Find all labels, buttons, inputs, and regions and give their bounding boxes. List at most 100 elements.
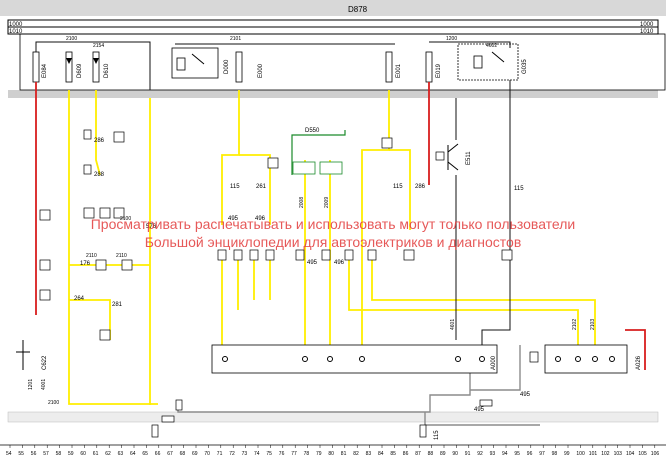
wire-label-2008: 2008 [299, 197, 305, 208]
scale-number: 96 [527, 451, 533, 457]
scale-number: 80 [328, 451, 334, 457]
scale-number: 81 [341, 451, 347, 457]
scale-number: 101 [589, 451, 598, 457]
scale-number: 93 [490, 451, 496, 457]
wire-label-2102: 2102 [572, 319, 578, 330]
component-label-a026: A026 [636, 355, 642, 370]
ground-label-264: 281 [112, 302, 123, 308]
scale-number: 90 [452, 451, 458, 457]
wire-label-2100: 2100 [66, 36, 77, 42]
wire-black-4001 [481, 260, 511, 345]
scale-number: 86 [403, 451, 409, 457]
d550-bracket [291, 130, 346, 175]
ground-label-176: 176 [80, 261, 91, 267]
ground-label-115-c: 115 [514, 186, 524, 192]
ground-label-496-b: 496 [334, 260, 345, 266]
wire-yellow-e001 [361, 90, 390, 345]
scale-number: 76 [279, 451, 285, 457]
ground-label-115-b: 115 [393, 184, 403, 190]
ground-label-281: 261 [256, 184, 267, 190]
relay-e511: E511 [435, 143, 472, 171]
wire-yellow-2102-right [348, 260, 579, 345]
scale-number: 92 [477, 451, 483, 457]
wire-label-2101: 2101 [230, 36, 241, 42]
fuse-e084: E084 [32, 51, 48, 83]
connector [175, 399, 183, 411]
fuse-label-e019: E019 [436, 63, 442, 78]
fuse-label-e001: E001 [396, 63, 402, 78]
bus-label-1000: 1000 [9, 22, 23, 28]
ground-label-115-d: 115 [434, 430, 440, 440]
scale-number: 71 [217, 451, 223, 457]
fuse-d609: D609 [65, 51, 83, 83]
ground-bus-band [7, 411, 659, 423]
scale-number: 84 [378, 451, 384, 457]
wire-yellow-2154 [95, 90, 101, 176]
fuse-e001: E001 [385, 51, 402, 83]
scale-number: 54 [6, 451, 12, 457]
ground-label-261: 264 [74, 296, 85, 302]
ground-label-115-a: 115 [230, 184, 240, 190]
fuse-label-e084: E084 [42, 63, 48, 78]
scale-number: 77 [291, 451, 297, 457]
scale-number: 61 [93, 451, 99, 457]
wire-yellow-e001-b [389, 149, 411, 230]
scale-number: 68 [180, 451, 186, 457]
scale-number: 106 [651, 451, 660, 457]
scale-number: 75 [266, 451, 272, 457]
scale-number: 69 [192, 451, 198, 457]
fuse-label-d609: D609 [77, 63, 83, 78]
wire-label-2110-b: 2110 [116, 253, 127, 259]
scale-number: 104 [626, 451, 635, 457]
ground-label-288: 288 [94, 172, 105, 178]
scale-number: 66 [155, 451, 161, 457]
connector [419, 424, 427, 438]
wire-yellow-e000-b [239, 154, 271, 225]
scale-number: 63 [118, 451, 124, 457]
wire-yellow-2103 [371, 260, 596, 345]
scale-number: 91 [465, 451, 471, 457]
watermark-line-2: Большой энциклопедии для автоэлектриков … [144, 234, 522, 250]
relay-label-d000: D000 [224, 59, 230, 74]
watermark-line-1: Просматривать распечатывать и использова… [90, 216, 576, 232]
wire-top-1200 [429, 41, 511, 48]
wire-red-a026 [625, 329, 646, 370]
bus-label-1000-right: 1000 [640, 22, 654, 28]
wire-label-4001: 4001 [41, 379, 47, 390]
relay-label-g035: G035 [522, 59, 528, 74]
fuse-box-outline [19, 33, 666, 91]
wire-label-1201: 1201 [28, 379, 34, 390]
ground-label-496-a: 496 [255, 216, 266, 222]
scale-number: 105 [638, 451, 647, 457]
ground-label-495-a: 495 [228, 216, 239, 222]
bus-bar-1010 [7, 26, 659, 35]
scale-number: 65 [142, 451, 148, 457]
connector-band [8, 90, 658, 98]
scale-number: 85 [390, 451, 396, 457]
scale-number: 74 [254, 451, 260, 457]
connector [529, 351, 539, 363]
wire-label-2154: 2154 [93, 43, 104, 49]
wire-label-4602: 4602 [486, 43, 497, 49]
ground-label-495-d: 495 [474, 407, 485, 413]
connector [151, 424, 159, 438]
wire-yellow-2100 [68, 90, 158, 405]
scale-number: 89 [440, 451, 446, 457]
bus-bar-1000 [7, 19, 659, 28]
header-bar [0, 0, 666, 16]
wire-yellow-e000 [221, 90, 240, 225]
scale-number: 55 [18, 451, 24, 457]
relay-d000: D000 [171, 47, 230, 79]
component-c622: C622 [16, 340, 48, 370]
block-label: D878 [348, 5, 368, 14]
component-a000: A000 [211, 344, 498, 374]
scale-number: 98 [552, 451, 558, 457]
fuse-e000: E000 [235, 51, 264, 83]
component-label-c622: C622 [42, 355, 48, 370]
d550-pin-30 [319, 161, 343, 175]
wire-label-2100-c: 2100 [48, 400, 59, 406]
wire-label-2100-b: 2100 [120, 216, 131, 222]
scale-number: 100 [576, 451, 585, 457]
